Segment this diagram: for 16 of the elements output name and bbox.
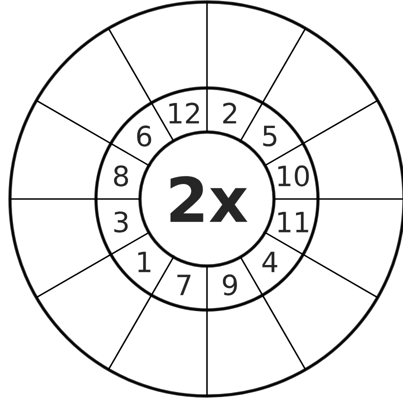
number-cell: 1 [110,232,174,296]
answer-cell [108,294,208,397]
number-cell: 5 [240,102,304,166]
number-cell: 12 [150,87,208,142]
number-cell: 7 [150,256,208,311]
answer-cell [36,254,152,370]
answer-cell [206,294,306,397]
answer-cell [262,28,378,144]
answer-cell [9,100,112,200]
answer-cell [262,254,378,370]
number-cell: 4 [240,232,304,296]
answer-cell [206,1,306,104]
number-cell: 9 [206,256,264,311]
number-cell: 2 [206,87,264,142]
answer-cell [9,198,112,298]
answer-cell [108,1,208,104]
